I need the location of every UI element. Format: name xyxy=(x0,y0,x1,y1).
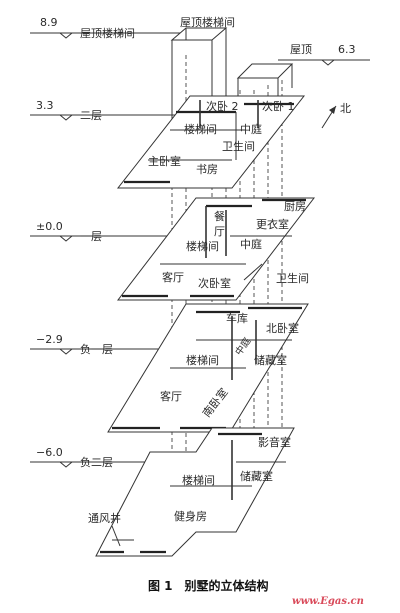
level-name: 负二层 xyxy=(80,455,113,469)
room-label-shaft: 通风井 xyxy=(88,511,121,525)
room-label-bed1: 次卧 1 xyxy=(262,99,295,113)
room-label-stair: 楼梯间 xyxy=(182,473,215,487)
room-label-roof-stair: 屋顶楼梯间 xyxy=(180,15,235,29)
watermark-text: www.Egas.cn xyxy=(292,596,364,607)
level-name: 负一层 xyxy=(80,342,113,356)
level-marker-b2: −6.0 负二层 xyxy=(30,446,175,469)
level-elevation: 3.3 xyxy=(36,99,54,112)
room-label-dining-b: 厅 xyxy=(214,225,225,238)
roof-frame xyxy=(236,63,294,100)
room-label-study: 书房 xyxy=(196,163,218,176)
level-marker-b1: −2.9 负一层 xyxy=(30,333,175,356)
level-marker-l1: ±0.0 一层 xyxy=(30,220,175,243)
room-label-garage: 车库 xyxy=(226,311,248,325)
north-arrow: 北 xyxy=(321,102,351,129)
room-label-master: 主卧室 xyxy=(148,154,181,168)
room-label-living: 客厅 xyxy=(162,270,184,284)
level-name: 一层 xyxy=(80,230,102,243)
room-label-stair: 楼梯间 xyxy=(184,122,217,136)
room-label-stair: 楼梯间 xyxy=(186,239,219,253)
room-label-northbed: 北卧室 xyxy=(266,321,299,335)
level-name: 屋顶楼梯间 xyxy=(80,26,135,40)
room-label-court: 中庭 xyxy=(240,237,262,251)
floor-l1: 厨房 餐 厅 更衣室 楼梯间 中庭 客厅 次卧室 卫生间 xyxy=(116,197,316,301)
level-name: 二层 xyxy=(80,109,102,122)
room-label-storage: 储藏室 xyxy=(254,353,287,367)
room-label-kitchen: 厨房 xyxy=(284,200,306,213)
room-label-dining-a: 餐 xyxy=(214,209,225,223)
room-label-living: 客厅 xyxy=(160,389,182,403)
room-label-stair: 楼梯间 xyxy=(186,353,219,367)
level-marker-l2: 3.3 二层 xyxy=(30,99,175,122)
level-elevation: −6.0 xyxy=(36,446,63,459)
level-name: 屋顶 xyxy=(290,43,312,56)
level-marker-roof: 屋顶 6.3 xyxy=(278,43,370,66)
level-marker-roof-stair: 8.9 屋顶楼梯间 xyxy=(30,16,190,40)
floor-b2: 影音室 储藏室 楼梯间 通风井 健身房 xyxy=(88,427,295,557)
level-elevation: ±0.0 xyxy=(36,220,63,233)
room-label-bed2a: 次卧 2 xyxy=(206,99,239,113)
room-label-storage: 储藏室 xyxy=(240,469,273,483)
room-label-bath: 卫生间 xyxy=(222,139,255,153)
room-label-bed: 次卧室 xyxy=(198,276,231,290)
room-label-bath: 卫生间 xyxy=(276,271,309,285)
room-label-closet: 更衣室 xyxy=(256,217,289,231)
floor-b1: 车库 北卧室 楼梯间 中庭 储藏室 客厅 南卧室 xyxy=(107,303,309,433)
floor-l2: 次卧 2 次卧 1 楼梯间 中庭 卫生间 主卧室 书房 xyxy=(116,95,306,189)
level-elevation: −2.9 xyxy=(36,333,63,346)
figure-caption: 图 1 别墅的立体结构 xyxy=(148,578,269,593)
north-label: 北 xyxy=(340,102,351,115)
room-label-court: 中庭 xyxy=(240,122,262,136)
roof-stair-volume: 屋顶楼梯间 xyxy=(170,15,235,120)
room-label-gym: 健身房 xyxy=(174,509,207,523)
level-elevation: 6.3 xyxy=(338,43,356,56)
room-label-cinema: 影音室 xyxy=(258,435,291,449)
level-elevation: 8.9 xyxy=(40,16,58,29)
